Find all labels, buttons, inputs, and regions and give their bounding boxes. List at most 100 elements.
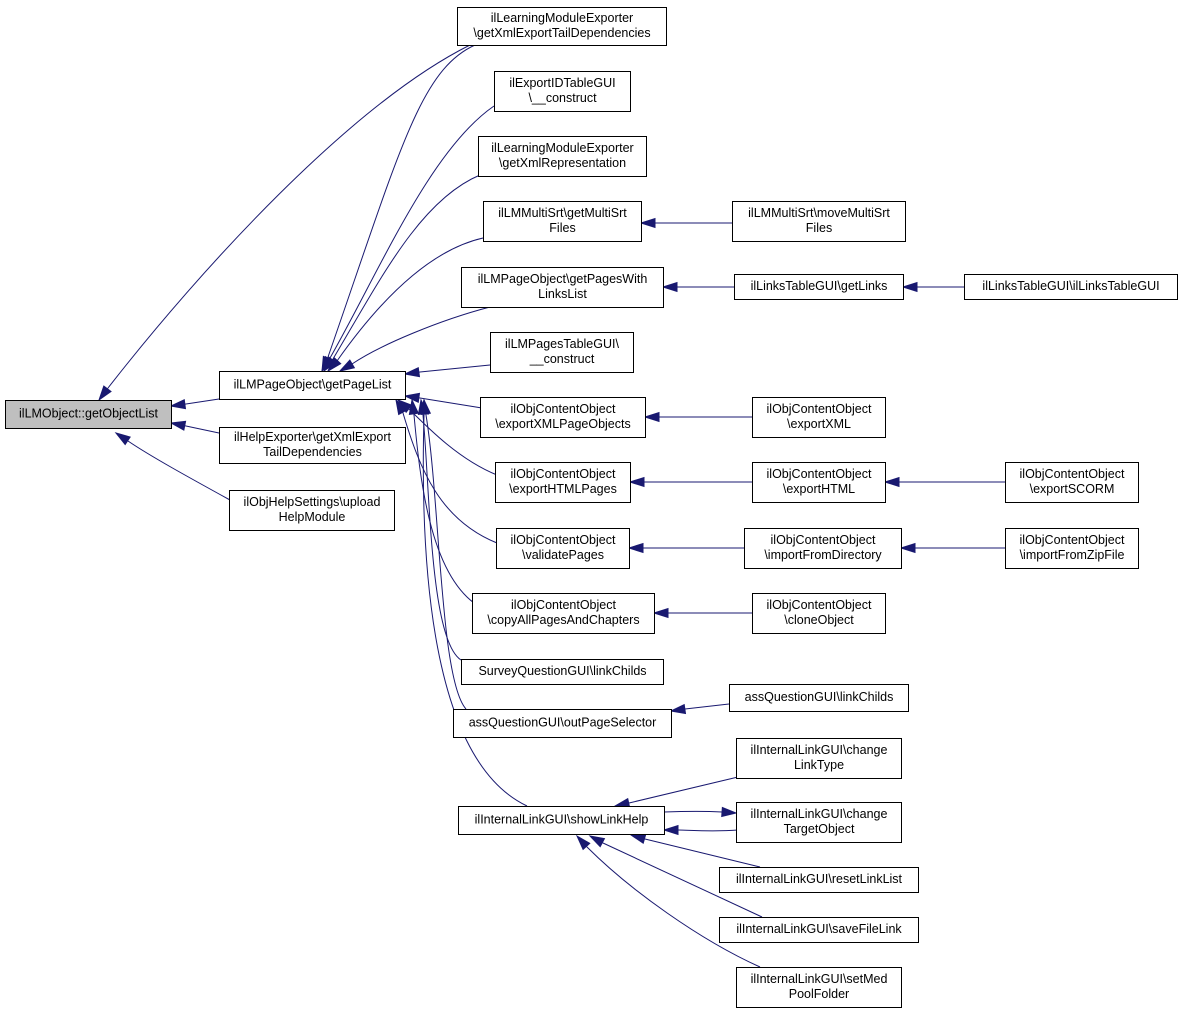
arrowhead bbox=[643, 411, 660, 423]
node-label-line: \validatePages bbox=[522, 548, 604, 562]
node-surveyLink[interactable]: SurveyQuestionGUI\linkChilds bbox=[461, 659, 664, 685]
node-label-line: \exportSCORM bbox=[1030, 482, 1115, 496]
node-box bbox=[744, 528, 902, 569]
node-assLink[interactable]: assQuestionGUI\linkChilds bbox=[729, 684, 909, 712]
node-lmExpXml[interactable]: ilLearningModuleExporter\getXmlRepresent… bbox=[478, 136, 647, 177]
arrowhead bbox=[627, 542, 644, 554]
edge-assLink-to-assOutPage bbox=[669, 703, 730, 715]
edge-changeLinkType-to-showLinkHelp bbox=[613, 776, 739, 809]
node-box bbox=[736, 738, 902, 779]
node-label-line: ilLMPagesTableGUI\ bbox=[505, 337, 619, 351]
node-label-line: SurveyQuestionGUI\linkChilds bbox=[478, 664, 646, 678]
node-label-line: LinkType bbox=[794, 758, 844, 772]
edge-helpExp-to-root bbox=[169, 420, 220, 434]
node-linksGet[interactable]: ilLinksTableGUI\getLinks bbox=[734, 274, 904, 300]
node-box bbox=[719, 867, 919, 893]
edge-showLinkHelp-to-changeTarget bbox=[663, 806, 738, 818]
edge-exportScorm-to-exportHtml bbox=[883, 476, 1005, 488]
node-cloneObject[interactable]: ilObjContentObject\cloneObject bbox=[752, 593, 886, 634]
node-label-line: ilLearningModuleExporter bbox=[491, 11, 633, 25]
edge-lmExpTail-to-getPageList bbox=[321, 44, 476, 373]
edge-showLinkHelp-to-getPageList bbox=[418, 398, 528, 807]
arrowhead bbox=[114, 432, 131, 446]
arrowhead bbox=[669, 703, 687, 715]
node-label-line: TargetObject bbox=[784, 822, 855, 836]
arrowhead bbox=[899, 542, 916, 554]
node-label-line: ilObjContentObject bbox=[767, 598, 872, 612]
node-lmExpTail[interactable]: ilLearningModuleExporter\getXmlExportTai… bbox=[457, 7, 667, 46]
node-label-line: \cloneObject bbox=[784, 613, 854, 627]
arrowhead bbox=[403, 366, 421, 378]
edge-multiSrtMove-to-multiSrtGet bbox=[639, 217, 732, 229]
node-label-line: \importFromZipFile bbox=[1020, 548, 1125, 562]
node-label-line: ilObjContentObject bbox=[767, 402, 872, 416]
arrowhead bbox=[408, 398, 420, 416]
node-exportIdTable[interactable]: ilExportIDTableGUI\__construct bbox=[494, 71, 631, 112]
node-exportHtmlPages[interactable]: ilObjContentObject\exportHTMLPages bbox=[495, 462, 631, 503]
node-label-line: ilLMObject::getObjectList bbox=[19, 407, 158, 421]
node-importFromZip[interactable]: ilObjContentObject\importFromZipFile bbox=[1005, 528, 1139, 569]
node-resetLinkList[interactable]: ilInternalLinkGUI\resetLinkList bbox=[719, 867, 919, 893]
node-box bbox=[736, 802, 902, 843]
node-label-line: ilLinksTableGUI\getLinks bbox=[751, 279, 888, 293]
node-helpExp[interactable]: ilHelpExporter\getXmlExportTailDependenc… bbox=[219, 427, 406, 464]
node-box bbox=[1005, 528, 1139, 569]
node-box bbox=[494, 71, 631, 112]
node-showLinkHelp[interactable]: ilInternalLinkGUI\showLinkHelp bbox=[458, 806, 665, 835]
node-box bbox=[480, 397, 646, 438]
node-label-line: \exportHTMLPages bbox=[509, 482, 617, 496]
node-linksCtor[interactable]: ilLinksTableGUI\ilLinksTableGUI bbox=[964, 274, 1178, 300]
node-box bbox=[5, 400, 172, 429]
node-exportXmlPageObjects[interactable]: ilObjContentObject\exportXMLPageObjects bbox=[480, 397, 646, 438]
edge-exportXmlPageObjects-to-getPageList bbox=[403, 392, 483, 409]
arrowhead bbox=[98, 385, 112, 402]
edge-multiSrtGet-to-getPageList bbox=[326, 237, 484, 373]
node-label-line: \getXmlRepresentation bbox=[499, 156, 626, 170]
node-label-line: ilLMPageObject\getPageList bbox=[234, 378, 392, 392]
edge-exportHtml-to-exportHtmlPages bbox=[628, 476, 752, 488]
node-box bbox=[458, 806, 665, 835]
edge-linksCtor-to-linksGet bbox=[901, 281, 964, 293]
node-exportXml[interactable]: ilObjContentObject\exportXML bbox=[752, 397, 886, 438]
node-validatePages[interactable]: ilObjContentObject\validatePages bbox=[496, 528, 630, 569]
arrowhead bbox=[661, 281, 678, 293]
edge-exportXml-to-exportXmlPageObjects bbox=[643, 411, 752, 423]
arrowhead bbox=[403, 392, 421, 404]
node-exportHtml[interactable]: ilObjContentObject\exportHTML bbox=[752, 462, 886, 503]
node-label-line: ilExportIDTableGUI bbox=[509, 76, 615, 90]
edge-lmExpTail-to-root bbox=[98, 44, 471, 402]
node-label-line: ilHelpExporter\getXmlExport bbox=[234, 430, 392, 444]
node-label-line: assQuestionGUI\outPageSelector bbox=[469, 716, 657, 730]
node-label-line: ilObjContentObject bbox=[511, 533, 616, 547]
node-box bbox=[729, 684, 909, 712]
edge-importFromDir-to-validatePages bbox=[627, 542, 744, 554]
node-getPageList[interactable]: ilLMPageObject\getPageList bbox=[219, 371, 406, 400]
node-copyAllPages[interactable]: ilObjContentObject\copyAllPagesAndChapte… bbox=[472, 593, 655, 634]
node-box bbox=[219, 371, 406, 400]
node-root[interactable]: ilLMObject::getObjectList bbox=[5, 400, 172, 429]
edge-copyAllPages-to-getPageList bbox=[408, 398, 475, 604]
node-label-line: __construct bbox=[529, 352, 595, 366]
node-label-line: ilObjContentObject bbox=[511, 467, 616, 481]
node-label-line: LinksList bbox=[538, 287, 587, 301]
node-label-line: ilObjContentObject bbox=[511, 402, 616, 416]
node-pagesTable[interactable]: ilLMPagesTableGUI\__construct bbox=[490, 332, 634, 373]
node-importFromDir[interactable]: ilObjContentObject\importFromDirectory bbox=[744, 528, 902, 569]
node-label-line: ilLMMultiSrt\getMultiSrt bbox=[498, 206, 627, 220]
edge-saveFileLink-to-showLinkHelp bbox=[588, 835, 763, 918]
arrowhead bbox=[588, 835, 606, 848]
arrowhead bbox=[395, 398, 408, 416]
arrowhead bbox=[629, 833, 647, 844]
node-saveFileLink[interactable]: ilInternalLinkGUI\saveFileLink bbox=[719, 917, 919, 943]
arrowhead bbox=[662, 824, 679, 836]
node-exportScorm[interactable]: ilObjContentObject\exportSCORM bbox=[1005, 462, 1139, 503]
node-assOutPage[interactable]: assQuestionGUI\outPageSelector bbox=[453, 709, 672, 738]
node-box bbox=[736, 967, 902, 1008]
